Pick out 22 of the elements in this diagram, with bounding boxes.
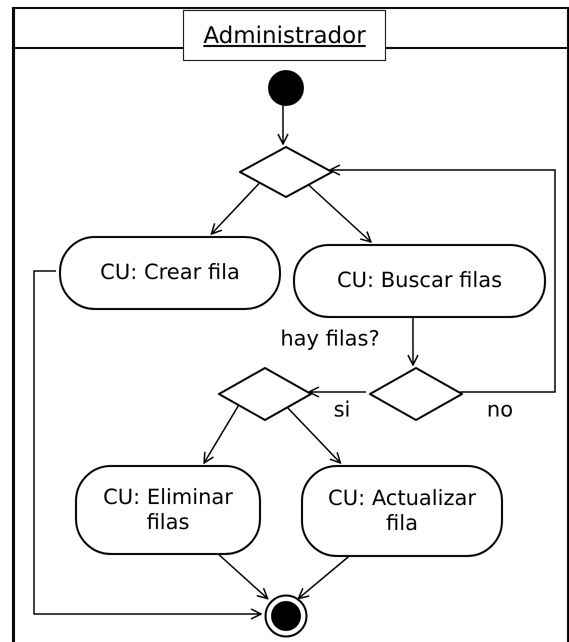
arrow — [298, 554, 351, 600]
activity-box: CU: Crear fila — [59, 236, 281, 310]
start-node — [268, 70, 304, 106]
arrow — [308, 386, 366, 398]
edge-label: hay filas? — [279, 327, 381, 351]
decision-diamond — [239, 146, 333, 198]
swimlane — [12, 7, 569, 642]
decision-diamond — [369, 367, 463, 421]
activity-box: CU: Eliminar filas — [75, 465, 261, 555]
end-node — [264, 594, 308, 638]
arrow — [33, 270, 262, 620]
arrow — [407, 316, 419, 366]
arrow — [306, 182, 372, 243]
activity-box: CU: Buscar filas — [293, 244, 546, 318]
arrow — [203, 405, 240, 464]
arrow — [210, 182, 260, 235]
lane-title: Administrador — [183, 10, 386, 61]
arrow — [216, 552, 268, 600]
activity-box: CU: Actualizar fila — [301, 465, 503, 557]
arrow — [277, 104, 289, 145]
decision-diamond — [218, 367, 312, 421]
arrow — [329, 164, 556, 393]
